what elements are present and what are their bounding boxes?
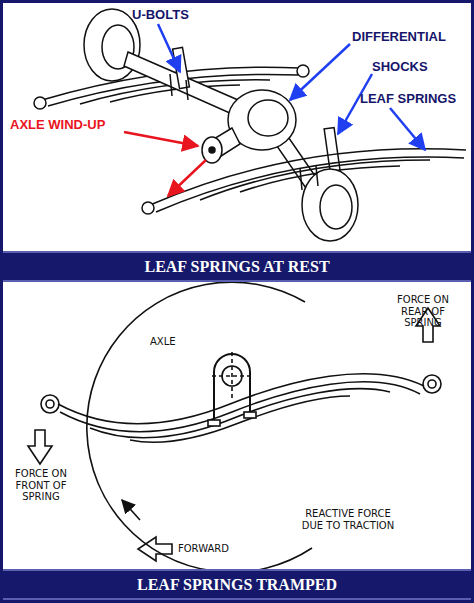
spring-eye	[428, 380, 436, 388]
caption-band: LEAF SPRINGS AT REST	[3, 251, 471, 282]
caption-band: LEAF SPRINGS TRAMPED	[3, 569, 471, 600]
part-label: AXLE	[150, 336, 176, 348]
warning-label: AXLE WIND-UP	[10, 118, 105, 133]
force-label: REACTIVE FORCE DUE TO TRACTION	[300, 508, 396, 531]
forward-arrow	[138, 537, 172, 561]
spring-eye	[34, 97, 46, 109]
differential-cover	[248, 100, 288, 136]
spring-eye	[142, 202, 154, 214]
wind-up-arrow	[168, 160, 206, 196]
leader-arrow	[158, 24, 180, 72]
u-bolt-nut	[244, 412, 256, 418]
leader-arrow	[124, 132, 198, 146]
spring-eye	[423, 375, 441, 393]
force-label: FORCE ON REAR OF SPRING	[392, 294, 454, 329]
center-line	[212, 375, 252, 377]
reaction-arc	[87, 282, 312, 572]
part-label: SHOCKS	[372, 60, 428, 75]
band-title: LEAF SPRINGS AT REST	[144, 258, 329, 276]
u-bolt-nut	[208, 420, 220, 426]
brake-drum	[320, 185, 352, 229]
spring-eye	[297, 65, 309, 77]
part-label: U-BOLTS	[132, 8, 189, 23]
part-label: LEAF SPRINGS	[360, 92, 456, 107]
leader-arrow	[290, 44, 350, 100]
reaction-arrow	[122, 500, 140, 520]
part-label: DIFFERENTIAL	[352, 30, 446, 45]
center-line	[231, 352, 233, 400]
spring-eye	[46, 400, 54, 408]
band-title: LEAF SPRINGS TRAMPED	[137, 576, 337, 594]
leader-arrow	[390, 108, 425, 150]
pinion-bolt	[209, 147, 215, 153]
leaf-spring	[130, 396, 350, 442]
spring-eye	[41, 395, 59, 413]
force-arrow	[28, 430, 52, 464]
brake-drum	[302, 169, 358, 241]
direction-label: FORWARD	[178, 543, 229, 555]
force-label: FORCE ON FRONT OF SPRING	[10, 468, 72, 503]
u-bolt	[300, 166, 318, 190]
pinion-flange	[202, 137, 222, 163]
brake-drum	[84, 9, 140, 81]
u-bolt	[170, 74, 188, 100]
